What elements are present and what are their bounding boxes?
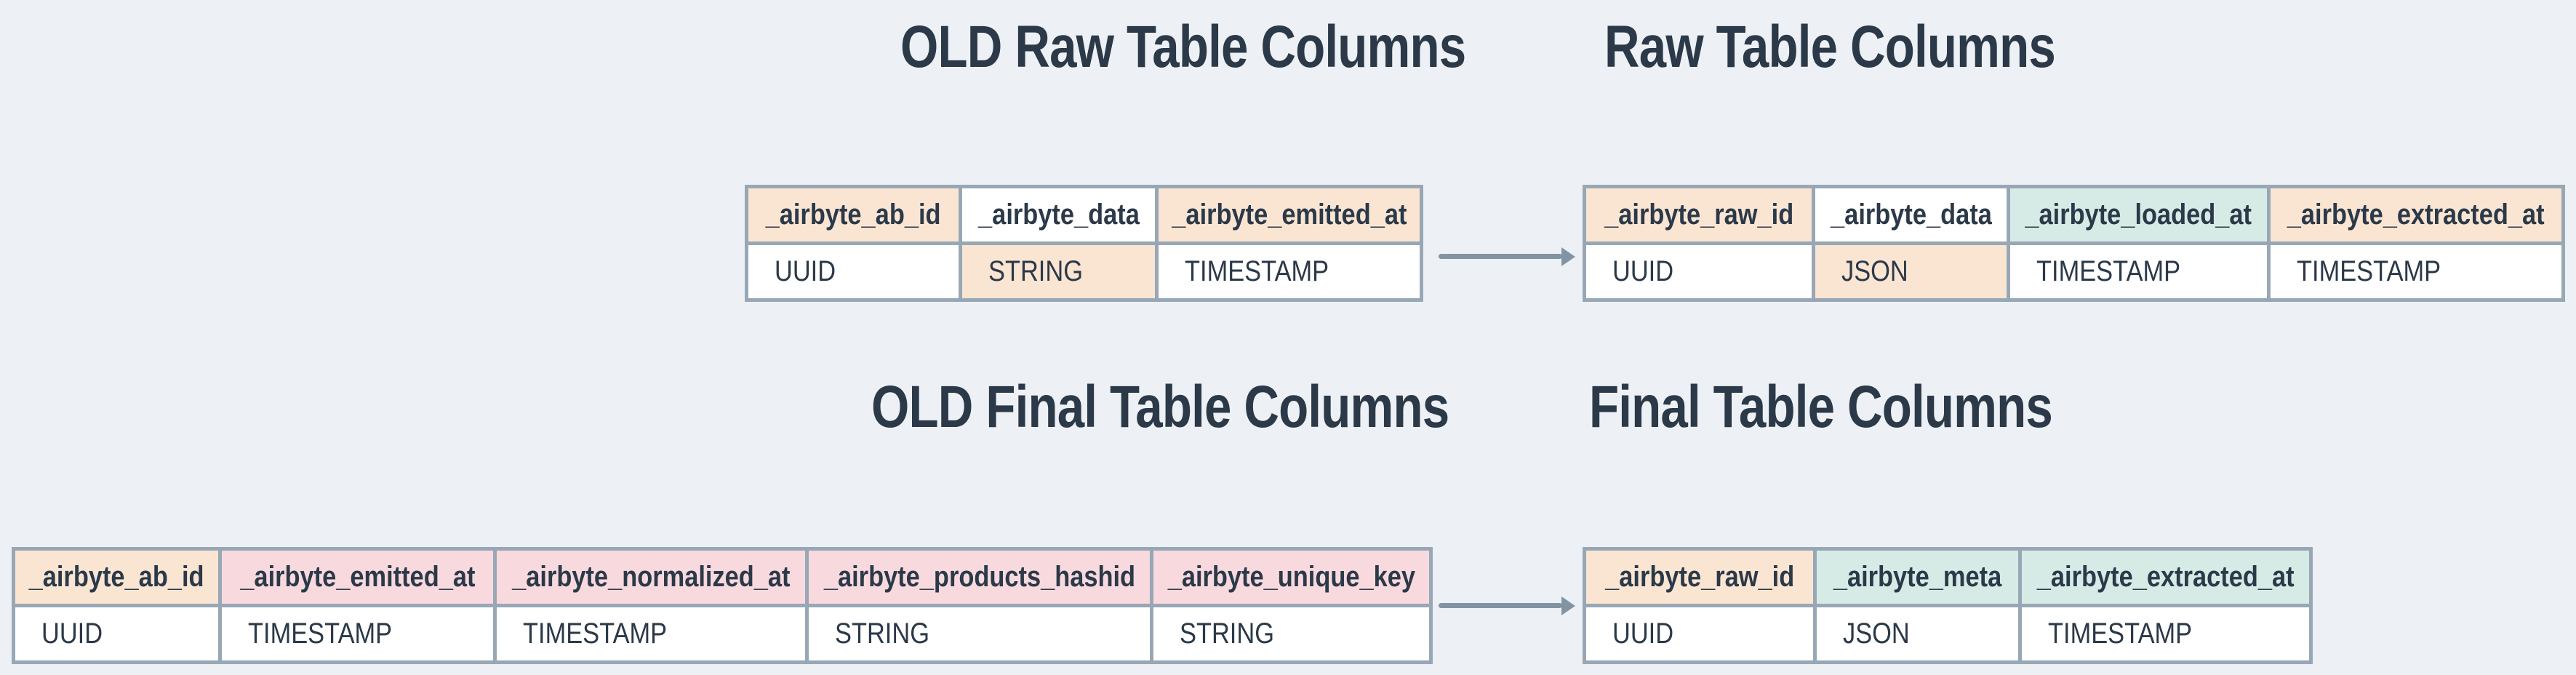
column-type-label: TIMESTAMP (2048, 618, 2193, 650)
column-header-label: _airbyte_loaded_at (2025, 199, 2252, 231)
column-header-cell: _airbyte_normalized_at (497, 551, 805, 604)
column-type-label: TIMESTAMP (1185, 255, 1329, 287)
column-type-label: JSON (1841, 255, 1908, 287)
column-header-cell: _airbyte_raw_id (1586, 551, 1813, 604)
column-type-cell: TIMESTAMP (2010, 245, 2267, 298)
column-type-label: STRING (988, 255, 1083, 287)
column-type-cell: STRING (809, 607, 1150, 660)
column-header-cell: _airbyte_loaded_at (2010, 188, 2267, 241)
column-type-label: TIMESTAMP (2297, 255, 2441, 287)
column-header-cell: _airbyte_meta (1817, 551, 2018, 604)
column-type-cell: TIMESTAMP (222, 607, 493, 660)
column-type-label: UUID (1612, 618, 1674, 650)
column-type-label: TIMESTAMP (523, 618, 668, 650)
column-type-cell: JSON (1817, 607, 2018, 660)
column-header-label: _airbyte_data (977, 199, 1140, 231)
column-type-cell: TIMESTAMP (497, 607, 805, 660)
column-header-cell: _airbyte_ab_id (748, 188, 959, 241)
column-header-label: _airbyte_emitted_at (239, 561, 476, 593)
column-header-cell: _airbyte_ab_id (15, 551, 218, 604)
column-type-label: JSON (1843, 618, 1910, 650)
column-type-label: TIMESTAMP (248, 618, 393, 650)
raw-table-title: Raw Table Columns (1604, 14, 2056, 80)
column-type-cell: UUID (748, 245, 959, 298)
column-header-label: _airbyte_raw_id (1604, 199, 1794, 231)
column-header-label: _airbyte_extracted_at (2287, 199, 2545, 231)
column-type-label: UUID (775, 255, 836, 287)
column-header-cell: _airbyte_raw_id (1586, 188, 1812, 241)
column-header-label: _airbyte_unique_key (1167, 561, 1415, 593)
column-header-cell: _airbyte_data (1815, 188, 2007, 241)
old-raw-table-title: OLD Raw Table Columns (900, 14, 1466, 80)
column-header-label: _airbyte_meta (1833, 561, 2002, 593)
final-table-title: Final Table Columns (1589, 374, 2053, 440)
old-raw-table: _airbyte_ab_id _airbyte_data _airbyte_em… (745, 185, 1423, 302)
column-header-cell: _airbyte_products_hashid (809, 551, 1150, 604)
column-type-label: UUID (1612, 255, 1674, 287)
column-type-cell: UUID (1586, 245, 1812, 298)
column-header-label: _airbyte_normalized_at (511, 561, 791, 593)
raw-table: _airbyte_raw_id _airbyte_data _airbyte_l… (1583, 185, 2565, 302)
column-type-cell: UUID (1586, 607, 1813, 660)
column-header-cell: _airbyte_unique_key (1153, 551, 1429, 604)
column-header-label: _airbyte_raw_id (1604, 561, 1795, 593)
column-type-label: UUID (41, 618, 103, 650)
column-header-label: _airbyte_products_hashid (823, 561, 1135, 593)
column-header-cell: _airbyte_extracted_at (2022, 551, 2309, 604)
column-type-cell: UUID (15, 607, 218, 660)
column-header-cell: _airbyte_data (962, 188, 1155, 241)
column-type-cell: JSON (1815, 245, 2007, 298)
column-header-label: _airbyte_ab_id (766, 199, 941, 231)
column-type-cell: TIMESTAMP (2271, 245, 2561, 298)
column-type-cell: STRING (1153, 607, 1429, 660)
column-type-cell: TIMESTAMP (2022, 607, 2309, 660)
column-type-label: STRING (1180, 618, 1274, 650)
column-header-cell: _airbyte_emitted_at (222, 551, 493, 604)
column-header-label: _airbyte_extracted_at (2036, 561, 2295, 593)
right-arrow-icon (1439, 254, 1562, 259)
column-header-label: _airbyte_emitted_at (1171, 199, 1407, 231)
column-header-cell: _airbyte_emitted_at (1159, 188, 1420, 241)
final-table: _airbyte_raw_id _airbyte_meta _airbyte_e… (1583, 547, 2313, 664)
column-header-cell: _airbyte_extracted_at (2271, 188, 2561, 241)
column-type-cell: TIMESTAMP (1159, 245, 1420, 298)
column-type-label: STRING (835, 618, 929, 650)
old-final-table-title: OLD Final Table Columns (871, 374, 1449, 440)
right-arrow-icon (1439, 603, 1562, 608)
column-type-cell: STRING (962, 245, 1155, 298)
old-final-table: _airbyte_ab_id _airbyte_emitted_at _airb… (12, 547, 1433, 664)
column-header-label: _airbyte_ab_id (29, 561, 204, 593)
column-type-label: TIMESTAMP (2036, 255, 2181, 287)
column-header-label: _airbyte_data (1830, 199, 1992, 231)
